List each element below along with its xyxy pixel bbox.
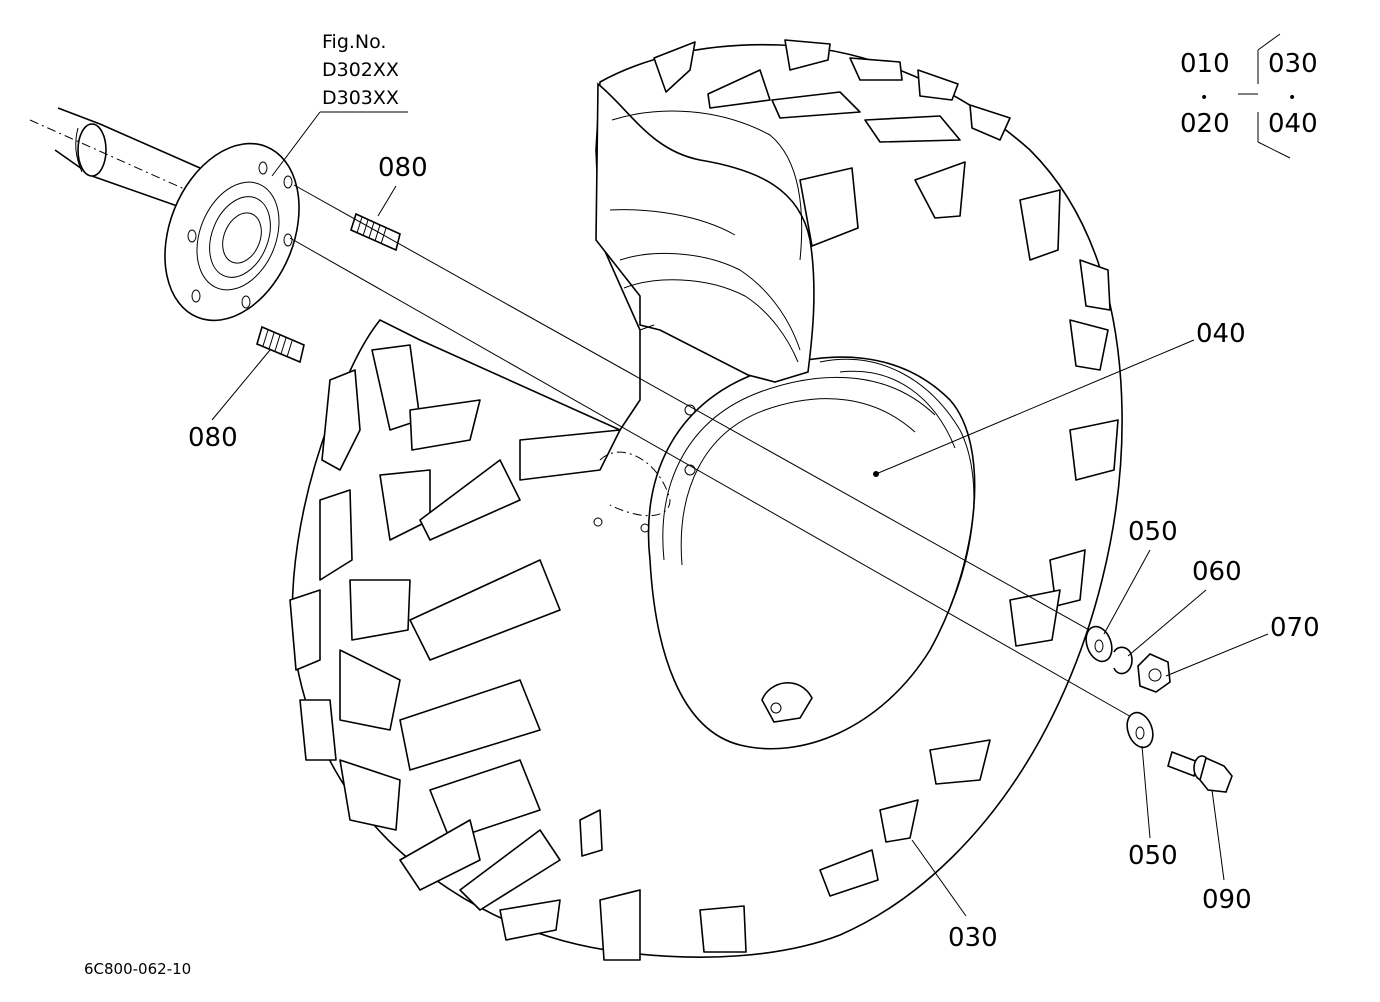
fig-number-1: D302XX — [322, 59, 399, 81]
svg-text:030: 030 — [948, 923, 998, 953]
key-right-top: 030 — [1268, 49, 1318, 79]
callout-tire: 030 — [911, 839, 998, 953]
hub-flange — [164, 142, 300, 322]
callout-stud-lower: 080 — [188, 349, 271, 453]
axle-centerline — [29, 119, 201, 197]
flat-washer-upper — [1085, 625, 1113, 663]
callout-stud-upper: 080 — [377, 153, 428, 217]
tire — [289, 39, 1123, 961]
drawing-code: 6C800-062-10 — [84, 960, 191, 978]
assembly-lines — [289, 184, 1141, 723]
spring-washer — [1113, 646, 1133, 675]
key-right-sep: • — [1288, 90, 1296, 106]
key-left-bottom: 020 — [1180, 109, 1230, 139]
svg-text:080: 080 — [188, 423, 238, 453]
svg-text:060: 060 — [1192, 557, 1242, 587]
callout-washer-lower: 050 — [1128, 745, 1178, 871]
svg-text:050: 050 — [1128, 517, 1178, 547]
wheel-stud-lower — [256, 325, 305, 364]
callout-wheel-rim: 040 — [873, 319, 1246, 477]
axle-shaft — [54, 107, 201, 215]
key-left-sep: • — [1200, 90, 1208, 106]
key-right-bottom: 040 — [1268, 109, 1318, 139]
key-left-top: 010 — [1180, 49, 1230, 79]
valve-stem — [1167, 750, 1233, 793]
hex-nut — [1137, 653, 1171, 693]
callout-spring-washer: 060 — [1127, 557, 1242, 657]
wheel-stud-upper — [350, 212, 401, 252]
part-group-key: 010 • 020 030 • 040 — [1180, 33, 1318, 159]
svg-text:080: 080 — [378, 153, 428, 183]
callout-valve: 090 — [1202, 789, 1252, 915]
flat-washer-lower — [1126, 711, 1154, 749]
svg-text:070: 070 — [1270, 613, 1320, 643]
callout-nut: 070 — [1165, 613, 1320, 677]
svg-text:090: 090 — [1202, 885, 1252, 915]
callout-washer-upper: 050 — [1103, 517, 1178, 635]
fig-number-2: D303XX — [322, 87, 399, 109]
svg-text:040: 040 — [1196, 319, 1246, 349]
fig-no-label: Fig.No. — [322, 31, 386, 53]
figure-number-block: Fig.No. D302XX D303XX — [271, 31, 408, 177]
svg-text:050: 050 — [1128, 841, 1178, 871]
